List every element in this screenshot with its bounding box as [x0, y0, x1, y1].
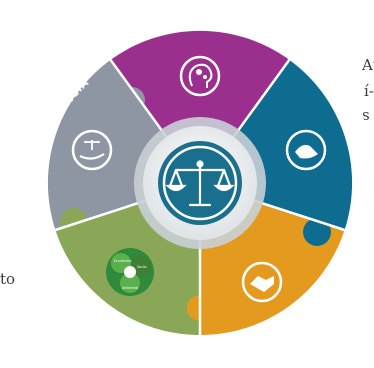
- center-emblem-ring: [162, 145, 238, 221]
- text-fragment-s: s: [362, 106, 370, 124]
- scales-icon: [165, 160, 235, 207]
- eco-label-economico: Econômico: [114, 259, 131, 263]
- brain-gears-icon: [179, 55, 221, 97]
- text-fragment-i: í-: [364, 82, 374, 100]
- text-fragment-to: to: [0, 270, 16, 288]
- puzzle-tab-top: [231, 78, 259, 106]
- eco-label-social: Social: [137, 265, 147, 269]
- segment-aprendizagem-continua: [110, 30, 290, 184]
- hand-scales-icon: [71, 129, 113, 171]
- puzzle-tab-right: [303, 218, 331, 246]
- handshake-icon: [241, 261, 283, 303]
- eco-label-ambiental: Ambiental: [122, 286, 138, 290]
- handshake-hands-icon: [285, 129, 327, 171]
- puzzle-tab-topleft: [119, 87, 145, 113]
- text-fragment-au: Au-: [362, 56, 374, 74]
- puzzle-tab-left: [60, 208, 88, 236]
- sustainability-icon: Econômico Social Ambiental: [106, 248, 154, 296]
